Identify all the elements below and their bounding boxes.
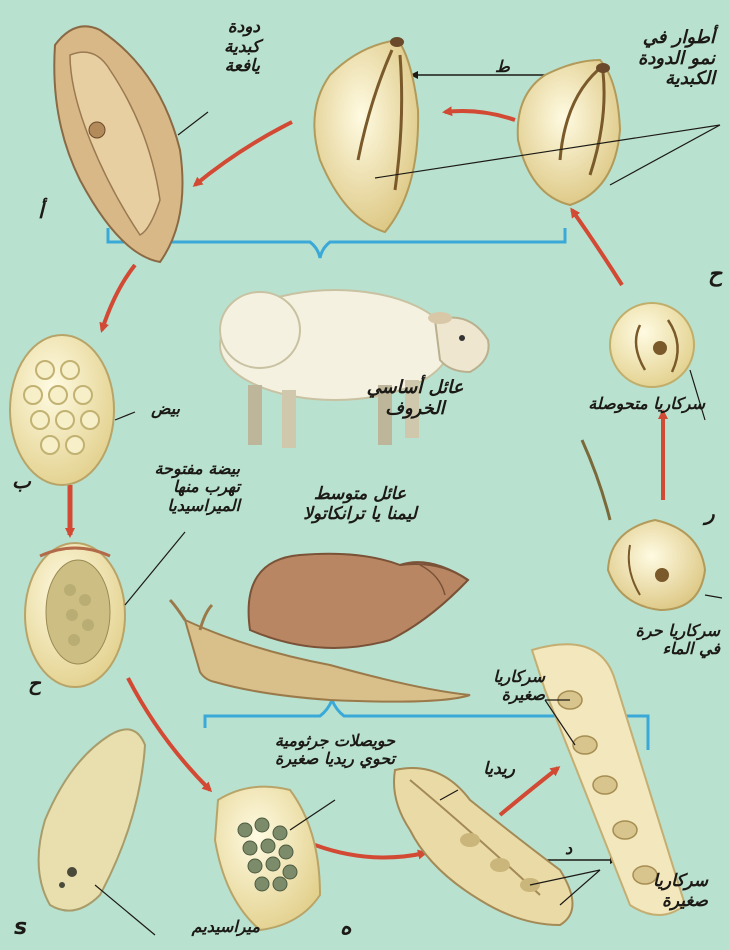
stage-letter-r: ر bbox=[705, 502, 715, 525]
stage-letter-b: ب bbox=[12, 470, 31, 493]
adult-liver-fluke-icon bbox=[54, 26, 182, 262]
growth-stages-label: أطوار في نمو الدودة الكبدية bbox=[605, 28, 715, 90]
stage-letter-c: ح bbox=[708, 262, 722, 287]
stage-letter-h: ه bbox=[340, 915, 352, 940]
encysted-cercaria-label: سركاريا متحوصلة bbox=[565, 395, 705, 413]
miracidium-label: ميراسيديم bbox=[150, 918, 260, 936]
egg-cluster-icon bbox=[10, 335, 114, 485]
arrow-encysted-to-stage bbox=[572, 210, 622, 285]
sporocyst-label: حويصلات جرثومية تحوي ريديا صغيرة bbox=[215, 732, 395, 769]
arrow-juvenile-to-adult bbox=[195, 122, 292, 185]
stage-letter-j: ح bbox=[28, 672, 41, 695]
sheep-icon bbox=[220, 290, 489, 448]
snail-icon bbox=[170, 554, 470, 702]
sporocyst-icon bbox=[215, 787, 320, 930]
redia-icon bbox=[394, 768, 573, 925]
egg-opened-label: بيضة مفتوحة تهرب منها الميراسيديا bbox=[100, 460, 240, 515]
bracket-main-host bbox=[108, 228, 565, 258]
eggs-label: بيض bbox=[130, 400, 180, 418]
juvenile-fluke-icon bbox=[314, 37, 418, 232]
redia-marker-label: د bbox=[565, 840, 585, 858]
encysted-cercaria-icon bbox=[610, 303, 694, 387]
intermediate-host-label: عائل متوسط ليمنا يا ترانكاتولا bbox=[260, 485, 460, 524]
stage-letter-a: أ bbox=[38, 200, 44, 223]
arrow-adult-to-eggs bbox=[102, 265, 135, 330]
free-cercaria-icon bbox=[582, 440, 705, 610]
main-host-label: عائل أساسي الخروف bbox=[360, 378, 470, 419]
growth-marker-label: ط bbox=[495, 58, 515, 76]
redia-label: ريديا bbox=[455, 760, 515, 780]
opened-egg-icon bbox=[25, 543, 125, 687]
arrow-sporocyst-to-redia bbox=[315, 845, 425, 858]
stage-letter-s: s bbox=[14, 915, 27, 940]
small-cercaria-top-label: سركاريا صغيرة bbox=[460, 668, 545, 705]
free-cercaria-label: سركاريا حرة في الماء bbox=[620, 622, 720, 659]
adult-worm-label: دودة كبدية يافعة bbox=[175, 18, 260, 77]
miracidium-icon bbox=[39, 729, 145, 910]
arrow-stage-to-juvenile bbox=[445, 111, 515, 120]
small-cercaria-bottom-label: سركاريا صغيرة bbox=[598, 872, 708, 911]
